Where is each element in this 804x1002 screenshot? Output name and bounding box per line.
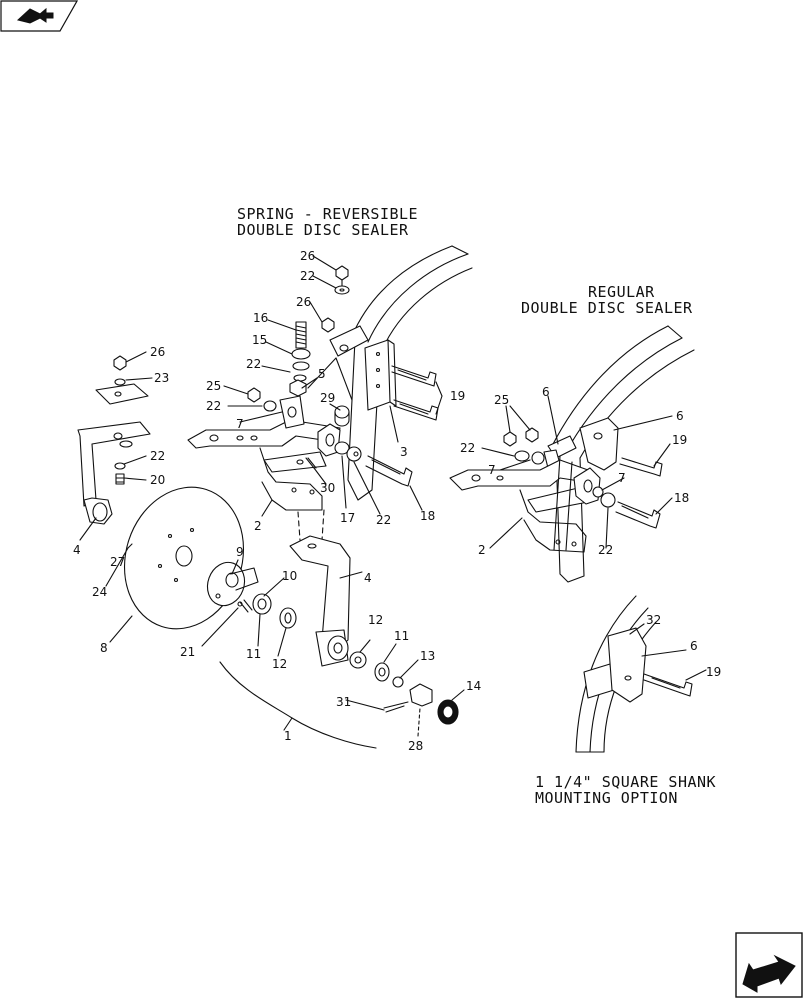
- callout-26: 26: [300, 249, 315, 263]
- callout-19: 19: [706, 665, 721, 679]
- callout-9: 9: [236, 545, 244, 559]
- bearing-stack-10-11-12: [252, 593, 297, 629]
- callout-11: 11: [246, 647, 261, 661]
- callout-25: 25: [206, 379, 221, 393]
- callout-28: 28: [408, 739, 423, 753]
- mounting-plate-3: [329, 325, 397, 411]
- book-arrow-icon: [0, 0, 79, 32]
- callout-11: 11: [394, 629, 409, 643]
- callout-17: 17: [340, 511, 355, 525]
- leader-lines-regular: [481, 395, 673, 551]
- callout-4: 4: [364, 571, 372, 585]
- callout-30: 30: [320, 481, 335, 495]
- callout-6: 6: [690, 639, 698, 653]
- spring-title-line2: DOUBLE DISC SEALER: [237, 221, 409, 239]
- spring-stack: [289, 321, 311, 397]
- callout-2: 2: [478, 543, 486, 557]
- bracket-4-center: [289, 535, 351, 667]
- callout-22: 22: [206, 399, 221, 413]
- regular-arm-2: [449, 459, 661, 553]
- callout-15: 15: [252, 333, 267, 347]
- next-page-button[interactable]: [735, 932, 803, 998]
- spring-title-line1: SPRING - REVERSIBLE: [237, 205, 419, 223]
- callout-27: 27: [110, 555, 125, 569]
- square-shank-option: [575, 595, 707, 753]
- regular-title-line1: REGULAR: [588, 283, 655, 301]
- callout-22: 22: [246, 357, 261, 371]
- top-nav-tab[interactable]: [0, 0, 79, 32]
- callout-7: 7: [618, 471, 626, 485]
- regular-bracket-hardware: [503, 417, 663, 477]
- callout-12: 12: [272, 657, 287, 671]
- next-page-arrow-icon: [735, 932, 803, 998]
- callout-22: 22: [598, 543, 613, 557]
- callout-26: 26: [296, 295, 311, 309]
- callout-4: 4: [73, 543, 81, 557]
- callout-20: 20: [150, 473, 165, 487]
- curved-shank-regular: [551, 325, 695, 583]
- callout-21: 21: [180, 645, 195, 659]
- callout-16: 16: [253, 311, 268, 325]
- callout-22: 22: [376, 513, 391, 527]
- hub-9: [206, 561, 259, 613]
- callout-18: 18: [674, 491, 689, 505]
- spring-arm-2: [187, 419, 341, 511]
- bolts-19-spring: [391, 365, 439, 421]
- leader-lines-hub: [79, 351, 465, 749]
- callout-10: 10: [282, 569, 297, 583]
- callout-3: 3: [400, 445, 408, 459]
- callout-25: 25: [494, 393, 509, 407]
- callout-23: 23: [154, 371, 169, 385]
- callout-13: 13: [420, 649, 435, 663]
- callout-6: 6: [542, 385, 550, 399]
- callout-18: 18: [420, 509, 435, 523]
- callout-22: 22: [300, 269, 315, 283]
- leader-lines-spring: [223, 255, 443, 541]
- callout-22: 22: [460, 441, 475, 455]
- callout-31: 31: [336, 695, 351, 709]
- callout-7: 7: [236, 417, 244, 431]
- callout-8: 8: [100, 641, 108, 655]
- callout-12: 12: [368, 613, 383, 627]
- callout-5: 5: [318, 367, 326, 381]
- callout-labels: 26 22 26 16 15 22 5 25 22 7 29 19 3 30 1…: [73, 249, 721, 753]
- callout-24: 24: [92, 585, 107, 599]
- callout-29: 29: [320, 391, 335, 405]
- nuts-washers-26-22: [321, 265, 350, 333]
- regular-title-line2: DOUBLE DISC SEALER: [521, 299, 693, 317]
- callout-19: 19: [450, 389, 465, 403]
- callout-7: 7: [488, 463, 496, 477]
- bearing-stack-right: [349, 651, 459, 725]
- callout-1: 1: [284, 729, 292, 743]
- callout-19: 19: [672, 433, 687, 447]
- callout-2: 2: [254, 519, 262, 533]
- curved-shank-spring: [347, 245, 473, 501]
- callout-14: 14: [466, 679, 481, 693]
- spacers-29-17-22-bolt-18: [305, 405, 413, 487]
- shank-title-line1: 1 1/4" SQUARE SHANK: [535, 773, 717, 791]
- callout-32: 32: [646, 613, 661, 627]
- callout-22: 22: [150, 449, 165, 463]
- callout-6: 6: [676, 409, 684, 423]
- spring-left-hardware: [247, 387, 305, 429]
- callout-26: 26: [150, 345, 165, 359]
- standalone-bracket-4-left: [77, 355, 151, 525]
- shank-title-line2: MOUNTING OPTION: [535, 789, 678, 807]
